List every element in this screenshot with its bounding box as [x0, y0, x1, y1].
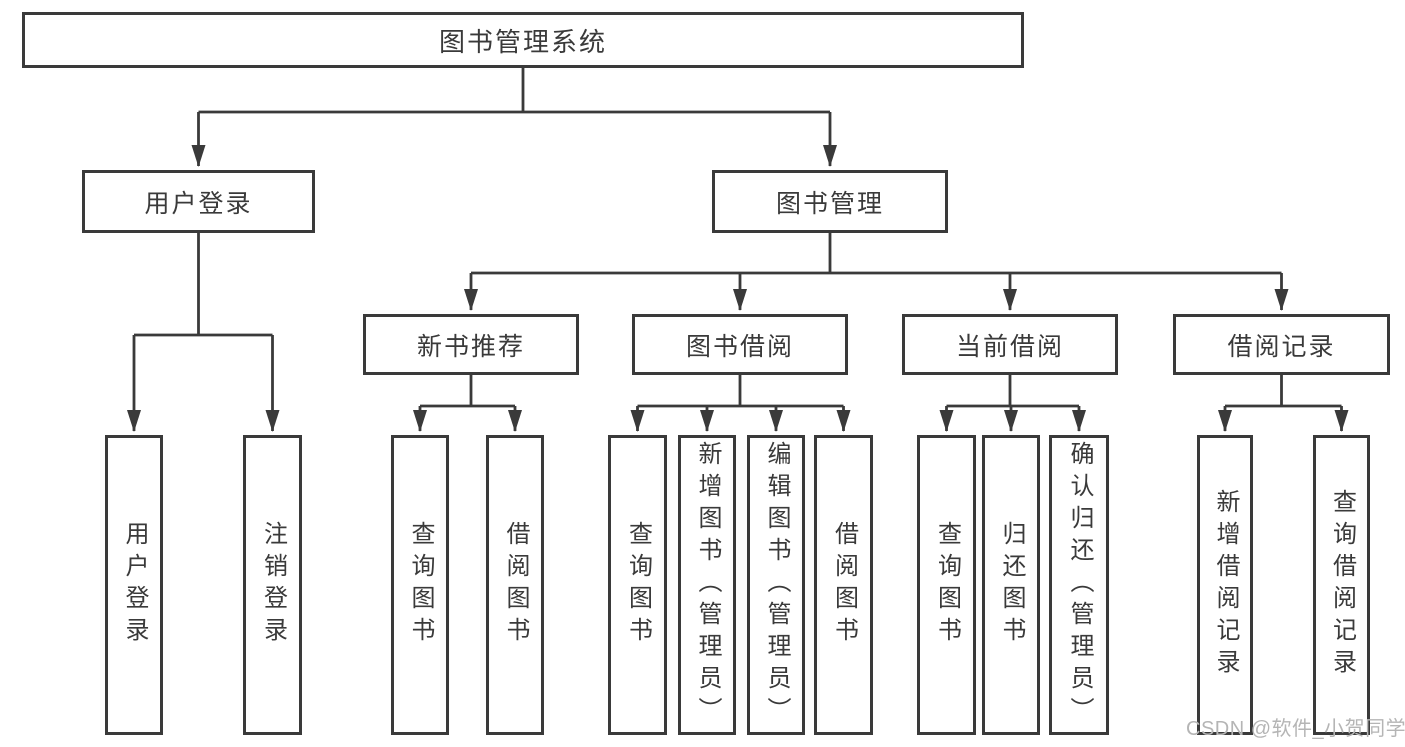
leaf-user-login: 用户登录	[105, 435, 163, 735]
leaf-query-book-1-label: 查询图书	[407, 521, 434, 649]
connector-borrow-records-elbow	[1225, 375, 1342, 408]
node-book-borrow: 图书借阅	[632, 314, 848, 375]
leaf-borrow-book-1: 借阅图书	[486, 435, 544, 735]
leaf-add-borrow-record: 新增借阅记录	[1197, 435, 1253, 735]
leaf-user-login-label: 用户登录	[121, 521, 148, 649]
node-new-book-rec: 新书推荐	[363, 314, 579, 375]
connector-book-mgmt-elbow	[471, 233, 1282, 275]
csdn-watermark: CSDN @软件_小贺同学	[1186, 718, 1405, 740]
node-user-login-label: 用户登录	[144, 189, 253, 218]
leaf-query-book-3-label: 查询图书	[933, 521, 961, 649]
node-user-login: 用户登录	[82, 170, 315, 233]
connector-book-borrow-elbow	[637, 375, 844, 408]
leaf-add-borrow-record-label: 新增借阅记录	[1212, 489, 1239, 681]
leaf-query-book-2-label: 查询图书	[624, 521, 652, 649]
leaf-borrow-book-1-label: 借阅图书	[502, 521, 529, 649]
node-borrow-records: 借阅记录	[1173, 314, 1390, 375]
leaf-add-book: 新增图书（管理员）	[678, 435, 736, 735]
leaf-query-borrow-record-label: 查询借阅记录	[1328, 489, 1356, 681]
leaf-query-book-2: 查询图书	[608, 435, 667, 735]
leaf-borrow-book-2-label: 借阅图书	[830, 521, 858, 649]
leaf-return-book-label: 归还图书	[998, 521, 1025, 649]
leaf-confirm-return: 确认归还（管理员）	[1049, 435, 1109, 735]
node-current-borrow: 当前借阅	[902, 314, 1118, 375]
leaf-logout-label: 注销登录	[259, 521, 287, 649]
node-book-mgmt: 图书管理	[712, 170, 948, 233]
leaf-query-book-3: 查询图书	[917, 435, 976, 735]
leaf-logout: 注销登录	[243, 435, 302, 735]
leaf-query-borrow-record: 查询借阅记录	[1313, 435, 1370, 735]
leaf-confirm-return-label: 确认归还（管理员）	[1066, 441, 1093, 729]
node-book-borrow-label: 图书借阅	[685, 332, 794, 361]
connector-root-elbow	[198, 68, 830, 114]
connector-user-login-elbow	[134, 233, 273, 337]
leaf-edit-book-label: 编辑图书（管理员）	[763, 441, 790, 729]
connector-new-book-rec-elbow	[420, 375, 515, 408]
node-current-borrow-label: 当前借阅	[955, 332, 1064, 361]
leaf-edit-book: 编辑图书（管理员）	[747, 435, 805, 735]
node-new-book-rec-label: 新书推荐	[416, 332, 525, 361]
leaf-return-book: 归还图书	[982, 435, 1040, 735]
node-borrow-records-label: 借阅记录	[1227, 332, 1336, 361]
node-book-mgmt-label: 图书管理	[775, 189, 884, 218]
leaf-query-book-1: 查询图书	[391, 435, 449, 735]
connector-current-borrow-elbow	[946, 375, 1079, 408]
leaf-add-book-label: 新增图书（管理员）	[694, 441, 721, 729]
leaf-borrow-book-2: 借阅图书	[814, 435, 873, 735]
node-root-label: 图书管理系统	[438, 26, 607, 57]
node-root: 图书管理系统	[22, 12, 1024, 68]
